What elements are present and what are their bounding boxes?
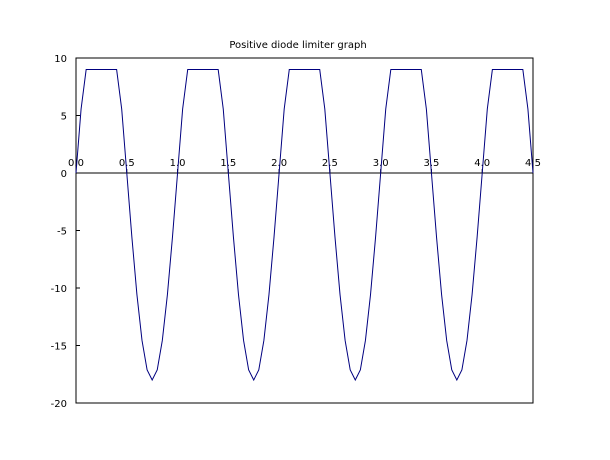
y-tick-label: 0 bbox=[61, 169, 67, 180]
x-tick-label: 1.0 bbox=[170, 158, 186, 169]
x-tick-label: 4.5 bbox=[525, 158, 541, 169]
x-tick-label: 0.0 bbox=[68, 158, 84, 169]
x-tick-label: 3.0 bbox=[373, 158, 389, 169]
series-line bbox=[75, 69, 534, 382]
x-axis: 0.0 0.5 1.0 1.5 2.0 2.5 3.0 3.5 4.0 4.5 bbox=[68, 158, 541, 173]
chart-title: Positive diode limiter graph bbox=[229, 40, 366, 51]
y-axis: 10 5 0 -5 -10 -15 -20 bbox=[51, 54, 80, 410]
y-tick-label: 10 bbox=[54, 54, 67, 65]
y-tick-label: -15 bbox=[51, 342, 67, 353]
y-tick-label: -5 bbox=[57, 227, 67, 238]
y-tick-label: -20 bbox=[51, 399, 67, 410]
x-tick-label: 1.5 bbox=[220, 158, 236, 169]
x-tick-label: 4.0 bbox=[474, 158, 490, 169]
y-tick-label: -10 bbox=[51, 284, 67, 295]
y-tick-label: 5 bbox=[61, 112, 67, 123]
x-tick-label: 0.5 bbox=[119, 158, 135, 169]
x-tick-label: 2.5 bbox=[322, 158, 338, 169]
x-tick-label: 2.0 bbox=[271, 158, 287, 169]
x-tick-label: 3.5 bbox=[423, 158, 439, 169]
